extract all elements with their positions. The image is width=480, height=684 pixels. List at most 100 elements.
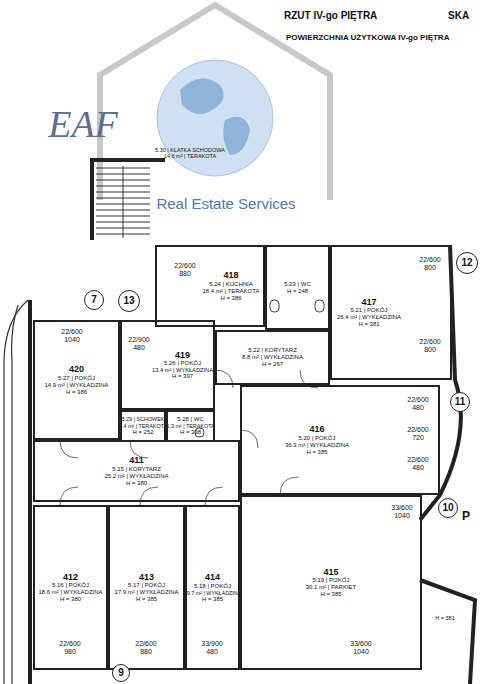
room-info: H = 252 <box>132 429 153 436</box>
watermark: Real Estate Services <box>128 196 324 213</box>
room-info: H = 380 <box>126 480 147 487</box>
room-number: 418 <box>223 270 238 280</box>
room-area: 4115.15 | KORYTARZ25.2 m² | WYKŁADZINAH … <box>33 440 240 502</box>
room-info: 36.3 m² | WYKŁADZINA <box>285 442 349 449</box>
room-number: 412 <box>63 572 78 582</box>
room-area: 4195.26 | POKÓJ13.4 m² | WYKŁADZINAH = 3… <box>120 320 215 410</box>
window-dimension: 33/600 1040 <box>344 640 378 655</box>
room-info: 5.30 | KLATKA SCHODOWA <box>155 147 225 153</box>
room-info: H = 386 <box>220 295 241 302</box>
callout-number: 9 <box>118 667 124 679</box>
window-dimension: 22/600 880 <box>170 262 200 277</box>
room-number: 419 <box>175 350 190 360</box>
heading-text: P <box>462 510 476 523</box>
room-info: 5.18 | POKÓJ <box>194 583 231 590</box>
window-dimension: 33/900 480 <box>196 640 228 655</box>
outer-walls <box>30 160 475 684</box>
plan-title: RZUT IV-go PIĘTRA <box>284 10 444 21</box>
watermark-globe <box>157 60 273 176</box>
window-dimension: 22/600 480 <box>402 396 434 411</box>
room-info: H = 381 <box>358 321 379 328</box>
door-swings <box>60 370 318 505</box>
room-info: 18.4 m² | TERAKOTA <box>202 288 259 295</box>
room-info: 5.15 | KORYTARZ <box>112 466 161 473</box>
room-info: 19.7 m² | WYKŁADZINA <box>185 590 240 596</box>
window-dimension: 22/600 800 <box>414 256 446 271</box>
room-info: 25.2 m² | WYKŁADZINA <box>104 473 168 480</box>
room-info: 14.6 m² | TERAKOTA <box>164 153 216 159</box>
room-info: 5.23 | WC <box>284 281 311 288</box>
room-area: 4185.24 | KUCHNIA18.4 m² | TERAKOTAH = 3… <box>155 245 265 327</box>
room-number: 420 <box>69 364 84 374</box>
callout-circle: 11 <box>450 392 470 412</box>
heading-text: POWIERZCHNIA UŻYTKOWA IV-go PIĘTRA <box>286 34 476 43</box>
window-dimension: 22/600 480 <box>402 456 434 471</box>
room-info: 5.20 | POKÓJ <box>299 435 336 442</box>
room-info: H = 248 <box>287 288 308 295</box>
callout-circle: 10 <box>438 498 458 518</box>
globe-land <box>180 79 250 155</box>
window-dimension: 22/600 980 <box>54 640 86 655</box>
callout-number: 12 <box>461 257 472 269</box>
room-info: H = 381 <box>435 615 454 621</box>
room-info: 17.9 m² | WYKŁADZINA <box>114 589 178 596</box>
room-info: H = 267 <box>262 361 283 368</box>
window-dimension: 22/600 1040 <box>56 328 88 343</box>
callout-number: 13 <box>123 295 134 307</box>
room-info: H = 385 <box>320 591 341 598</box>
room-info: H = 385 <box>306 449 327 456</box>
heading-text: SKA <box>448 10 478 21</box>
room-info: 5.16 | POKÓJ <box>52 582 89 589</box>
room-info: 5.19 | POKÓJ <box>313 577 350 584</box>
room-info: H = 385 <box>136 596 157 603</box>
callout-circle: 9 <box>112 664 130 682</box>
room-area: 5.23 | WCH = 248 <box>265 245 330 330</box>
room-info: 14.9 m² | WYKŁADZINA <box>44 382 108 389</box>
room-area: 5.28 | WC1.3 m² | TERAKOTAH = 338 <box>166 410 215 442</box>
room-info: 1.3 m² | TERAKOTA <box>166 423 214 429</box>
callout-number: 7 <box>91 294 97 306</box>
room-info: H = 397 <box>172 373 193 380</box>
left-stair-curve <box>4 300 28 684</box>
room-area: 4155.19 | POKÓJ30.1 m² | PARKIETH = 385 <box>240 495 422 670</box>
room-number: 413 <box>139 572 154 582</box>
window-dimension: 22/600 720 <box>402 426 434 441</box>
room-info: 30.1 m² | PARKIET <box>306 584 356 591</box>
room-info: 5.24 | KUCHNIA <box>209 281 253 288</box>
room-info: 26.4 m² | WYKŁADZINA <box>337 314 401 321</box>
room-number: 417 <box>361 297 376 307</box>
room-info: 5.28 | WC <box>177 416 204 423</box>
room-info: H = 338 <box>180 429 201 436</box>
room-number: 415 <box>323 567 338 577</box>
window-dimension: 22/600 800 <box>414 338 446 353</box>
callout-circle: 13 <box>118 290 140 312</box>
room-info: 5.29 | SCHOWEK <box>122 416 165 422</box>
room-number: 411 <box>129 455 144 465</box>
room-info: 8.8 m² | WYKŁADZINA <box>242 354 303 361</box>
room-info: 5.17 | POKÓJ <box>128 582 165 589</box>
staircase-steps <box>96 166 150 238</box>
room-info: H = 386 <box>66 389 87 396</box>
room-info: H = 385 <box>202 596 223 603</box>
room-info: 5.22 | KORYTARZ <box>248 347 297 354</box>
callout-circle: 12 <box>456 252 478 274</box>
area-label: H = 381 <box>422 590 468 646</box>
window-dimension: 22/600 880 <box>130 640 162 655</box>
room-area: 5.22 | KORYTARZ8.8 m² | WYKŁADZINAH = 26… <box>215 330 330 385</box>
watermark: EAF <box>28 104 138 146</box>
room-number: 416 <box>309 424 324 434</box>
room-info: 13.4 m² | WYKŁADZINA <box>152 367 213 374</box>
room-info: 5.26 | POKÓJ <box>164 360 201 367</box>
room-info: 18.6 m² | WYKŁADZINA <box>38 589 102 596</box>
window-dimension: 22/900 480 <box>124 336 154 351</box>
room-info: H = 380 <box>60 596 81 603</box>
callout-circle: 7 <box>84 290 104 310</box>
room-area: 5.29 | SCHOWEK2.4 m² | TERAKOTAH = 252 <box>120 410 166 442</box>
window-dimension: 33/600 1040 <box>385 504 419 519</box>
room-number: 414 <box>205 572 220 582</box>
callout-number: 10 <box>442 502 453 514</box>
room-info: 5.27 | POKÓJ <box>58 375 95 382</box>
room-info: 5.21 | POKÓJ <box>351 307 388 314</box>
callout-number: 11 <box>455 396 466 408</box>
area-label: 5.30 | KLATKA SCHODOWA14.6 m² | TERAKOTA <box>150 143 230 163</box>
